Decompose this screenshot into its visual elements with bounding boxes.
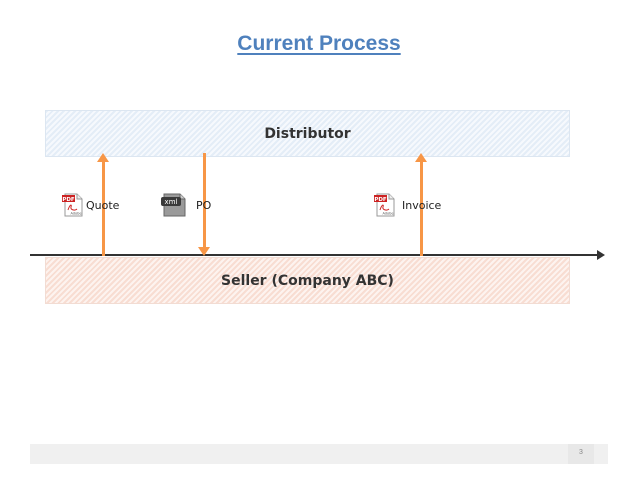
quote-label: Quote [86,199,120,212]
distributor-label: Distributor [264,125,351,142]
pdf-badge-text: PDF [374,197,387,203]
po-arrow-down [197,153,211,256]
footer-bar [30,444,608,464]
po-label: PO [196,199,212,212]
xml-icon: xml [161,193,186,217]
seller-lane: Seller (Company ABC) [45,257,570,304]
pdf-icon: PDF Adobe [374,193,395,217]
timeline-arrowhead [597,250,605,260]
invoice-arrow-up [414,153,428,256]
slide-title: Current Process [237,32,401,55]
adobe-text: Adobe [382,212,393,216]
adobe-text: Adobe [70,212,81,216]
distributor-lane: Distributor [45,110,570,157]
pdf-badge-text: PDF [62,197,75,203]
page-number: 3 [579,449,583,456]
pdf-icon: PDF Adobe [62,193,83,217]
xml-badge-text: xml [165,198,178,206]
timeline-axis [30,254,600,256]
seller-label: Seller (Company ABC) [221,272,394,289]
quote-arrow-up [96,153,110,256]
invoice-label: Invoice [402,199,442,212]
page-number-tab [568,444,594,464]
